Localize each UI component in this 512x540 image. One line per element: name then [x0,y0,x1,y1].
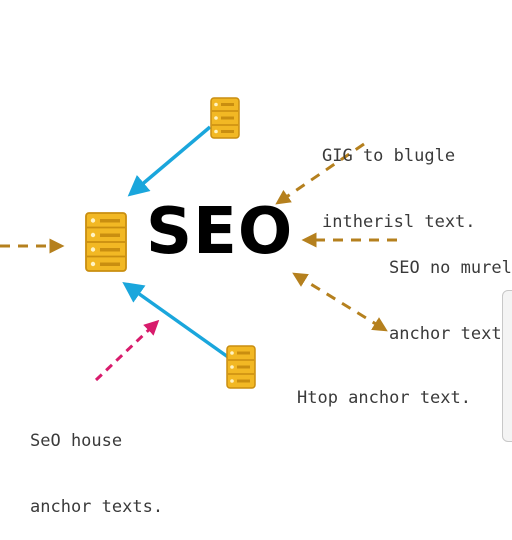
note-line: Htop anchor text. [297,388,471,408]
note-line: anchor texts. [30,497,164,517]
arrow-lower-right-note [292,272,388,332]
note-line: anchor text [389,324,502,344]
note-line: intherisl text. [322,212,476,232]
server-icon [210,97,240,139]
seo-title: SEO [146,195,294,269]
note-line: SeO house [30,431,123,451]
note-line: SEO no murel [389,258,512,278]
seo-link-diagram [0,97,397,389]
note-lower-right: Htop anchor text. [297,343,471,431]
note-line: GIG to blugle [322,146,456,166]
note-bottom-left: SeO house anchor texts. [30,386,163,540]
arrow-bottom-left-note [94,319,160,382]
server-icon [85,212,127,272]
arrow-top-server-to-main [127,125,212,197]
arrow-bottom-server-to-main [122,281,230,359]
note-mid-right: SEO no murel anchor text [389,213,512,367]
note-top-right: GIG to blugle intherisl text. [322,101,476,255]
server-icon [226,345,256,389]
side-panel-edge [502,290,512,442]
